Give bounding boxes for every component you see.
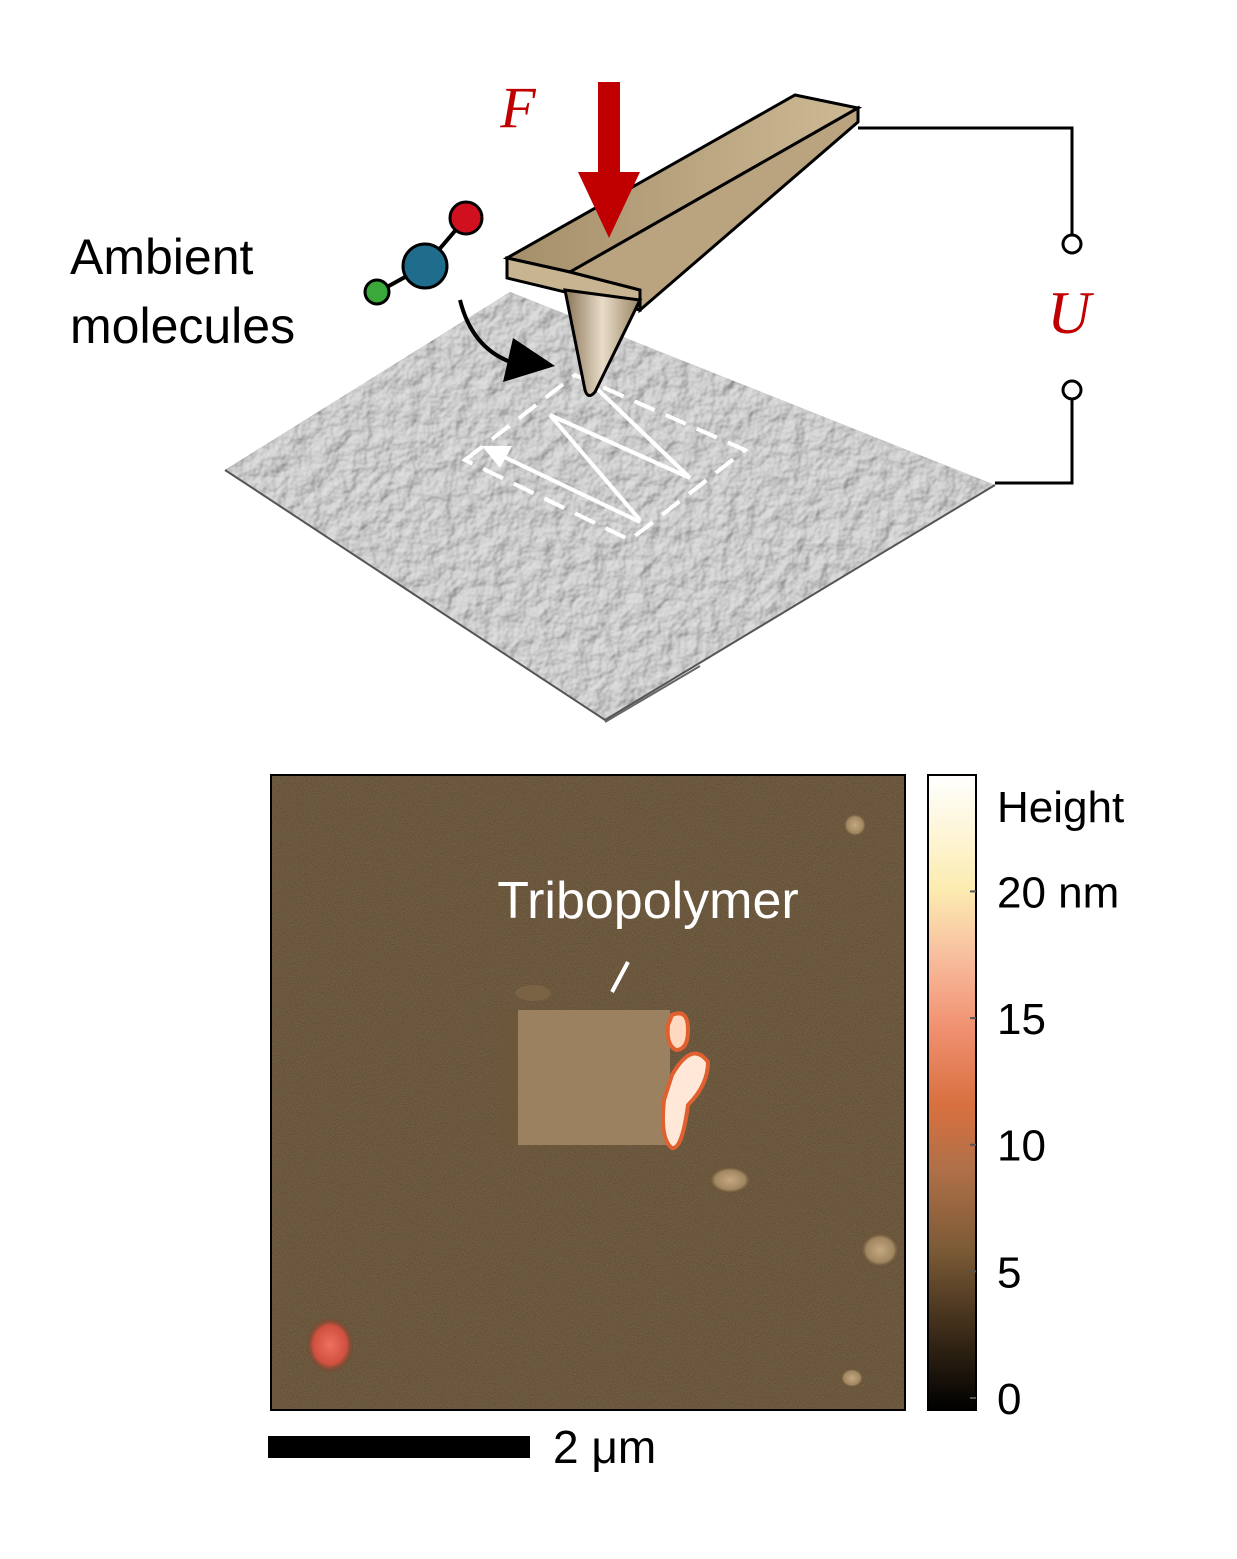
particle-bright xyxy=(306,1317,354,1373)
scan-area xyxy=(461,372,749,543)
ambient-label-line2: molecules xyxy=(70,298,295,354)
colorbar-ticks xyxy=(970,890,976,1399)
colorbar-tick-label: 10 xyxy=(997,1122,1046,1171)
colorbar-tick-label: 20 nm xyxy=(997,868,1119,917)
scan-arrow xyxy=(499,453,641,524)
colorbar xyxy=(927,774,977,1411)
afm-tip xyxy=(563,288,643,397)
molecule-arrowhead xyxy=(503,338,555,382)
ambient-label-line1: Ambient xyxy=(70,229,254,285)
colorbar-tick-label: 15 xyxy=(997,995,1046,1044)
molecule-icon xyxy=(363,200,484,306)
scan-arrowhead xyxy=(482,446,512,468)
circuit xyxy=(858,126,1083,485)
tribopolymer-label: Tribopolymer xyxy=(497,872,799,930)
tribopolymer-patch xyxy=(518,1010,670,1145)
scale-bar-label: 2 μm xyxy=(553,1421,656,1473)
tribopolymer-pointer xyxy=(610,961,630,993)
colorbar-title: Height xyxy=(997,783,1124,832)
scale-bar xyxy=(268,1436,530,1458)
voltage-label: U xyxy=(1047,280,1094,346)
surface-edge xyxy=(604,665,701,723)
colorbar-tick-label: 0 xyxy=(997,1375,1021,1424)
terminal-bottom xyxy=(1061,379,1083,401)
force-arrow xyxy=(578,82,640,238)
force-label: F xyxy=(499,75,536,140)
cantilever xyxy=(502,93,863,397)
colorbar-tick-label: 5 xyxy=(997,1248,1021,1297)
colorbar-labels: 20 nm 15 10 5 0 xyxy=(997,868,1119,1424)
afm-height-image xyxy=(270,774,906,1411)
terminal-top xyxy=(1061,233,1083,255)
